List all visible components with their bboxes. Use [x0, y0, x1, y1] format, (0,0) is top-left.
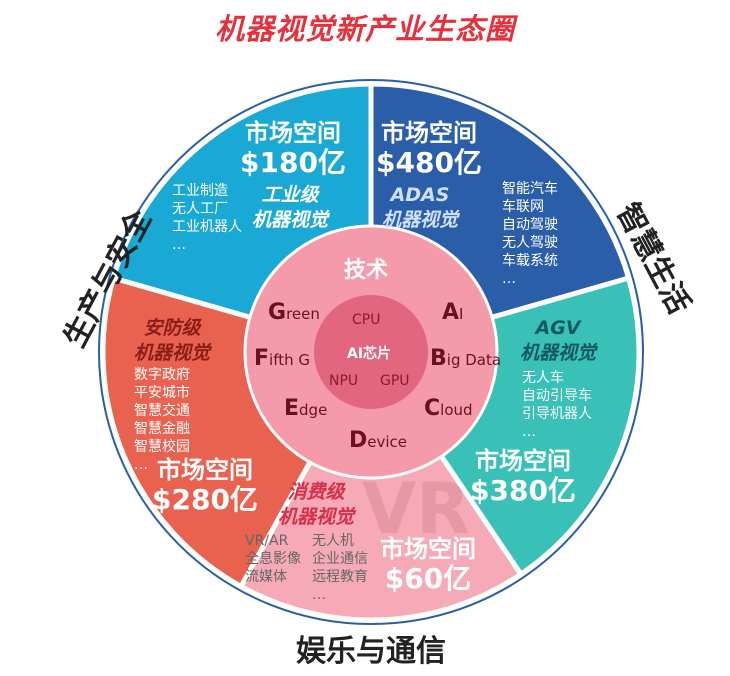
category-line: 机器视觉: [134, 342, 211, 364]
list-item: 数字政府: [134, 367, 190, 383]
market-value: $280亿: [152, 483, 258, 516]
security-category: 安防级机器视觉: [134, 316, 210, 366]
category-line: 安防级: [143, 317, 201, 339]
market-label: 市场空间: [156, 456, 253, 484]
list-item: 工业机器人: [172, 219, 242, 235]
industrial-items: 工业制造无人工厂工业机器人 …: [172, 182, 242, 254]
tech-item-device: Device: [349, 428, 407, 453]
tech-item-fifth-g: Fifth G: [254, 346, 310, 371]
agv-category: AGV 机器视觉: [520, 316, 596, 366]
chip-cpu: CPU: [352, 312, 381, 328]
list-item: 自动引导车: [522, 388, 592, 404]
chip-core: [314, 295, 428, 409]
list-item: 无人驾驶: [502, 235, 558, 251]
tech-initial: C: [424, 396, 441, 421]
list-item: 自动驾驶: [502, 217, 558, 233]
tech-rest: dge: [299, 401, 328, 419]
list-item: 车联网: [502, 199, 544, 215]
list-item: …: [134, 457, 148, 473]
category-line: 机器视觉: [520, 342, 597, 364]
category-line: AGV: [535, 317, 581, 339]
outer-ring: [98, 79, 644, 625]
vr-watermark: VR: [362, 468, 471, 550]
market-value: $380亿: [470, 474, 576, 507]
chip-title: AI芯片: [347, 346, 392, 362]
list-item: …: [502, 271, 516, 287]
tech-item-cloud: Cloud: [424, 396, 473, 421]
chip-npu: NPU: [329, 373, 359, 389]
list-item: 全息影像: [245, 551, 301, 567]
industrial-market: 市场空间$180亿: [240, 118, 346, 178]
tech-initial: B: [430, 346, 447, 371]
list-item: 平安城市: [134, 385, 190, 401]
list-item: 无人车: [522, 370, 564, 386]
security-items: 数字政府平安城市智慧交通智慧金融智慧校园 …: [134, 366, 190, 474]
category-line: 机器视觉: [278, 506, 355, 528]
tech-rest: reen: [286, 305, 320, 323]
list-item: …: [172, 237, 186, 253]
tech-initial: F: [254, 346, 270, 371]
market-value: $60亿: [384, 562, 472, 595]
tech-initial: D: [349, 428, 368, 453]
list-item: 智慧金融: [134, 421, 190, 437]
market-label: 市场空间: [474, 447, 571, 475]
list-item: 智慧校园: [134, 439, 190, 455]
list-item: …: [522, 424, 536, 440]
tech-item-big-data: Big Data: [430, 346, 501, 371]
list-item: 智慧交通: [134, 403, 190, 419]
list-item: 企业通信: [312, 551, 368, 567]
tech-rest: loud: [440, 401, 473, 419]
market-label: 市场空间: [380, 535, 476, 563]
list-item: 引导机器人: [522, 406, 592, 422]
list-item: 车载系统: [502, 253, 558, 269]
list-item: 流媒体: [245, 569, 287, 585]
market-value: $480亿: [376, 146, 482, 179]
side-label-bottom: 娱乐与通信: [296, 634, 446, 669]
tech-initial: G: [268, 300, 287, 325]
adas-items: 智能汽车车联网自动驾驶无人驾驶车载系统 …: [502, 180, 558, 288]
list-item: 智能汽车: [502, 181, 558, 197]
chip-gpu: GPU: [380, 373, 410, 389]
adas-category: ADAS 机器视觉: [382, 183, 458, 233]
agv-market: 市场空间$380亿: [470, 446, 576, 506]
category-line: 机器视觉: [382, 209, 459, 231]
tech-item-green: Green: [268, 300, 320, 325]
tech-rest: I: [459, 305, 464, 323]
consumer-items-col1: VR/AR 全息影像流媒体: [245, 532, 301, 586]
list-item: 无人工厂: [172, 201, 228, 217]
page-title: 机器视觉新产业生态圈: [214, 12, 515, 46]
market-label: 市场空间: [244, 119, 341, 147]
category-line: ADAS: [390, 184, 450, 206]
tech-rest: ig Data: [446, 351, 502, 369]
tech-item-ai: AI: [442, 300, 463, 325]
tech-item-edge: Edge: [284, 396, 327, 421]
category-line: 工业级: [261, 184, 319, 206]
adas-market: 市场空间$480亿: [376, 118, 482, 178]
list-item: 工业制造: [172, 183, 228, 199]
list-item: VR/AR: [245, 533, 289, 549]
list-item: 无人机: [312, 533, 354, 549]
tech-title: 技术: [344, 258, 389, 283]
category-line: 消费级: [287, 481, 345, 503]
tech-initial: E: [284, 396, 300, 421]
tech-initial: A: [442, 300, 460, 325]
consumer-market: 市场空间$60亿: [380, 534, 476, 594]
tech-rest: ifth G: [269, 351, 310, 369]
category-line: 机器视觉: [252, 209, 329, 231]
market-label: 市场空间: [380, 119, 477, 147]
agv-items: 无人车自动引导车引导机器人 …: [522, 369, 592, 441]
list-item: …: [312, 587, 326, 603]
consumer-items-col2: 无人机企业通信远程教育 …: [312, 532, 368, 604]
security-market: 市场空间$280亿: [152, 455, 258, 515]
list-item: 远程教育: [312, 569, 368, 585]
consumer-segment: [237, 347, 525, 623]
industrial-category: 工业级机器视觉: [252, 183, 328, 233]
consumer-category: 消费级机器视觉: [278, 480, 354, 530]
tech-rest: evice: [367, 433, 408, 451]
market-value: $180亿: [240, 146, 346, 179]
